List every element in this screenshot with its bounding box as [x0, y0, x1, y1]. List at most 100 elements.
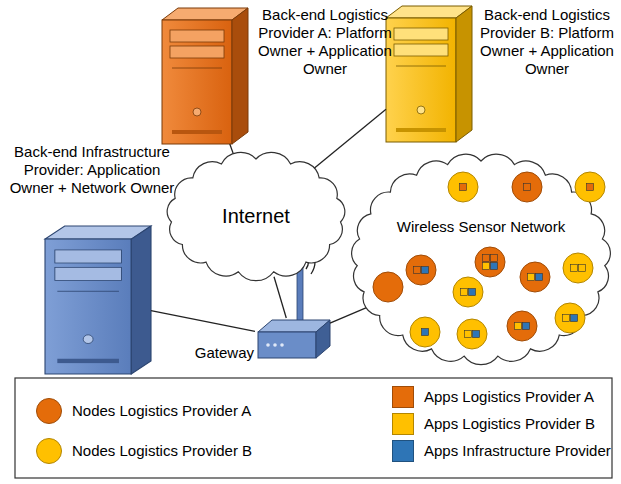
panel-line	[57, 291, 119, 292]
server-b	[386, 6, 472, 142]
sensor-node	[475, 247, 505, 277]
app-square	[536, 274, 543, 281]
app-square	[528, 274, 535, 281]
sensor-circle	[475, 247, 505, 277]
legend-text: Nodes Logistics Provider A	[72, 402, 251, 420]
app-square	[571, 315, 578, 322]
sensor-node	[457, 319, 487, 349]
app-square	[563, 315, 570, 322]
node-label: Back-end Logistics Provider A: Platform …	[250, 6, 400, 78]
app-square	[491, 263, 498, 270]
cloud-outline	[346, 150, 616, 368]
app-square	[523, 323, 530, 330]
server-node: Back-end Infrastructure Provider: Applic…	[45, 226, 151, 374]
sensor-node	[520, 262, 550, 292]
app-square	[469, 289, 476, 296]
drive-bay	[394, 44, 448, 56]
cloud-node: Wireless Sensor Network	[346, 150, 616, 368]
app-square	[483, 263, 490, 270]
power-button	[417, 106, 425, 114]
app-square	[465, 331, 472, 338]
gateway-node: Gateway	[255, 318, 330, 360]
drive-bay	[170, 46, 224, 58]
app-square	[515, 323, 522, 330]
app-square	[473, 331, 480, 338]
legend-swatch	[36, 398, 62, 424]
sensor-node	[406, 255, 436, 285]
node-label: Gateway	[195, 344, 254, 362]
app-square	[422, 329, 429, 336]
sensor-node	[555, 303, 585, 333]
legend-entry: Apps Logistics Provider A	[392, 386, 594, 408]
app-square	[461, 289, 468, 296]
vent	[172, 130, 222, 134]
drive-bay	[394, 28, 448, 40]
label-box: Back-end Logistics Provider B: Platform …	[476, 6, 618, 78]
panel-line	[172, 68, 222, 69]
server-node: Back-end Logistics Provider B: Platform …	[386, 6, 472, 142]
label-box: Gateway	[195, 344, 254, 362]
server-front	[386, 18, 456, 142]
antenna	[297, 268, 303, 326]
network-link	[314, 109, 386, 168]
legend-entry: Apps Infrastructure Provider	[392, 440, 611, 462]
cloud-shape	[352, 154, 611, 364]
sensor-circle	[373, 272, 403, 302]
app-square	[524, 184, 531, 191]
sensor-node	[448, 172, 478, 202]
legend-text: Apps Logistics Provider A	[424, 388, 594, 406]
sensor-circle	[507, 311, 537, 341]
app-square	[483, 255, 490, 262]
led	[266, 343, 270, 347]
server-infra	[45, 226, 151, 374]
sensor-circle	[448, 172, 478, 202]
sensor-node	[507, 311, 537, 341]
server-a	[162, 8, 248, 144]
server-node: Back-end Logistics Provider A: Platform …	[162, 8, 248, 144]
app-square	[587, 184, 594, 191]
legend-text: Apps Infrastructure Provider	[424, 442, 611, 460]
sensor-node	[563, 253, 593, 283]
cloud-node: Internet	[160, 148, 352, 284]
sensor-node	[373, 272, 403, 302]
legend-text: Apps Logistics Provider B	[424, 415, 595, 433]
server-side	[232, 8, 248, 144]
server-front	[162, 20, 232, 144]
network-link	[151, 311, 255, 332]
legend-swatch	[36, 438, 62, 464]
drive-bay	[55, 267, 122, 280]
app-square	[579, 265, 586, 272]
legend-frame	[15, 378, 612, 478]
cloud-shape	[167, 152, 345, 280]
app-square	[460, 184, 467, 191]
sensor-node	[410, 317, 440, 347]
drive-bay	[55, 250, 122, 263]
app-square	[422, 267, 429, 274]
sensor-circle	[575, 172, 605, 202]
cloud-label: Internet	[222, 204, 290, 228]
led	[273, 343, 277, 347]
power-button	[83, 335, 93, 344]
legend-text: Nodes Logistics Provider B	[72, 442, 252, 460]
app-square	[491, 255, 498, 262]
label-box: Back-end Logistics Provider A: Platform …	[250, 6, 400, 78]
sensor-circle	[520, 262, 550, 292]
legend-entry: Nodes Logistics Provider A	[36, 398, 251, 424]
legend-swatch	[392, 386, 414, 408]
panel-line	[396, 66, 446, 67]
gateway-front	[258, 332, 316, 358]
sensor-circle	[457, 319, 487, 349]
sensor-circle	[410, 317, 440, 347]
sensor-circle	[563, 253, 593, 283]
sensor-node	[453, 277, 483, 307]
network-link	[330, 307, 367, 323]
server-side	[131, 226, 151, 374]
led	[280, 343, 284, 347]
sensor-circle	[406, 255, 436, 285]
network-link	[274, 277, 286, 318]
cloud-label: Wireless Sensor Network	[346, 218, 616, 236]
vent	[57, 359, 119, 363]
legend-entry: Apps Logistics Provider B	[392, 413, 595, 435]
node-label: Back-end Logistics Provider B: Platform …	[476, 6, 618, 78]
